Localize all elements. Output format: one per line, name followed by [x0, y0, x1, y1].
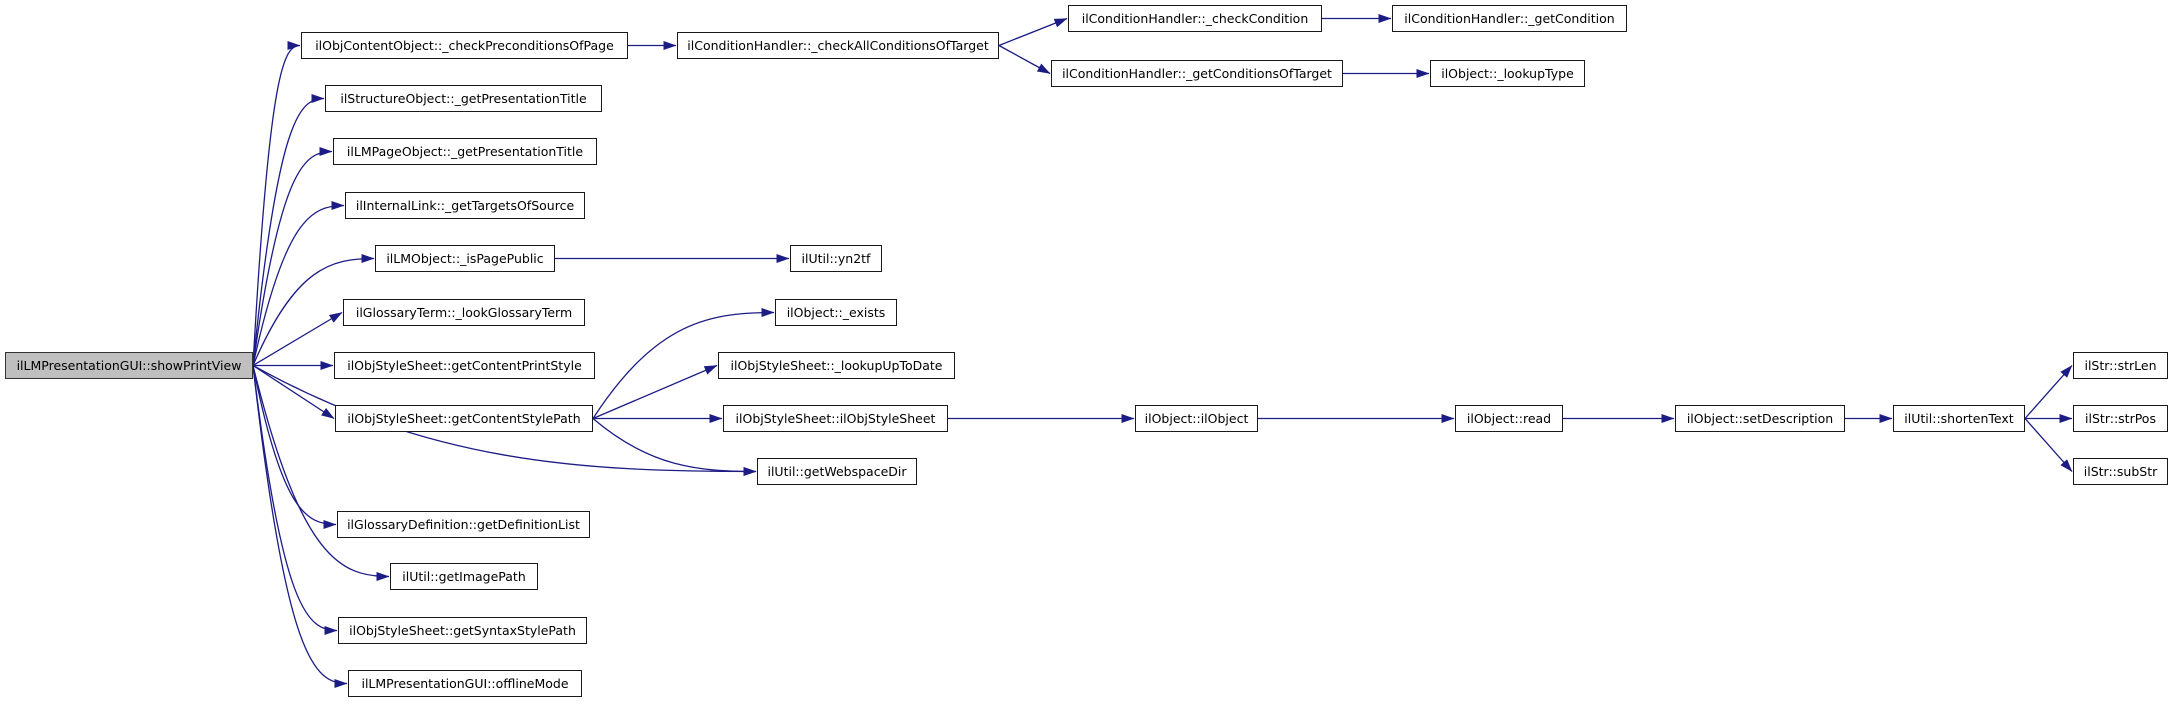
edge-root-n7 [252, 94, 325, 366]
graph-node-n6[interactable]: ilObject::_lookupType [1430, 60, 1585, 87]
graph-node-n28[interactable]: ilObjStyleSheet::getSyntaxStylePath [338, 617, 587, 644]
graph-node-n2[interactable]: ilConditionHandler::_checkAllConditionsO… [677, 32, 999, 59]
graph-node-n15[interactable]: ilObjStyleSheet::_lookupUpToDate [718, 352, 955, 379]
graph-node-n22[interactable]: ilUtil::shortenText [1893, 405, 2025, 432]
graph-node-n1[interactable]: ilObjContentObject::_checkPreconditionsO… [301, 32, 628, 59]
graph-node-n4[interactable]: ilConditionHandler::_getCondition [1392, 5, 1627, 32]
edge-n2-n3 [998, 17, 1068, 47]
edge-root-n9 [252, 201, 345, 366]
graph-node-n14[interactable]: ilObjStyleSheet::getContentPrintStyle [334, 352, 595, 379]
graph-node-n9[interactable]: ilInternalLink::_getTargetsOfSource [345, 192, 585, 219]
graph-node-n3[interactable]: ilConditionHandler::_checkCondition [1068, 5, 1322, 32]
edge-root-n12 [252, 311, 343, 367]
graph-node-n11[interactable]: ilUtil::yn2tf [790, 245, 882, 272]
edge-n22-n25 [2024, 418, 2073, 472]
graph-node-n7[interactable]: ilStructureObject::_getPresentationTitle [325, 85, 602, 112]
edge-root-n17 [252, 364, 335, 420]
graph-node-n13[interactable]: ilObject::_exists [775, 299, 897, 326]
edge-n17-n15 [592, 364, 718, 420]
graph-node-n5[interactable]: ilConditionHandler::_getConditionsOfTarg… [1051, 60, 1343, 87]
edge-n2-n5 [998, 44, 1051, 75]
edge-root-n27 [252, 365, 390, 581]
edge-root-n28 [252, 365, 338, 635]
graph-node-n29[interactable]: ilLMPresentationGUI::offlineMode [348, 670, 582, 697]
edge-root-n29 [252, 365, 348, 688]
graph-node-n20[interactable]: ilObject::read [1455, 405, 1563, 432]
graph-node-n18[interactable]: ilObjStyleSheet::ilObjStyleSheet [723, 405, 948, 432]
graph-node-n21[interactable]: ilObject::setDescription [1675, 405, 1845, 432]
graph-node-n12[interactable]: ilGlossaryTerm::_lookGlossaryTerm [343, 299, 585, 326]
graph-node-n27[interactable]: ilUtil::getImagePath [390, 563, 538, 590]
graph-node-n8[interactable]: ilLMPageObject::_getPresentationTitle [333, 138, 597, 165]
edge-root-n1 [252, 41, 301, 366]
graph-root-node: ilLMPresentationGUI::showPrintView [5, 352, 253, 379]
graph-node-n23[interactable]: ilStr::strPos [2073, 405, 2168, 432]
graph-node-n24[interactable]: ilUtil::getWebspaceDir [757, 458, 917, 485]
edge-root-n8 [252, 147, 333, 366]
edge-n22-n16 [2024, 365, 2073, 419]
graph-node-n19[interactable]: ilObject::ilObject [1135, 405, 1258, 432]
graph-node-n25[interactable]: ilStr::subStr [2073, 458, 2168, 485]
graph-node-n26[interactable]: ilGlossaryDefinition::getDefinitionList [337, 511, 590, 538]
graph-node-n17[interactable]: ilObjStyleSheet::getContentStylePath [335, 405, 593, 432]
graph-node-n16[interactable]: ilStr::strLen [2073, 352, 2168, 379]
edge-root-n26 [252, 365, 337, 529]
graph-node-n10[interactable]: ilLMObject::_isPagePublic [375, 245, 555, 272]
